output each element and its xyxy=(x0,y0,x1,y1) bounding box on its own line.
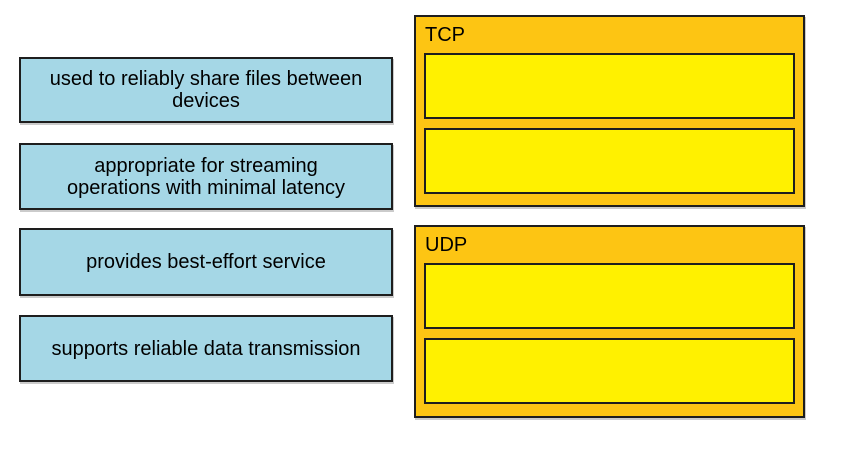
udp-drop-slot-2[interactable] xyxy=(424,338,795,404)
drag-option-reliable-transmission[interactable]: supports reliable data transmission xyxy=(19,315,393,382)
tcp-drop-slot-1[interactable] xyxy=(424,53,795,119)
tcp-label: TCP xyxy=(425,23,465,46)
drag-option-file-sharing[interactable]: used to reliably share files between dev… xyxy=(19,57,393,123)
drag-option-streaming-latency[interactable]: appropriate for streaming operations wit… xyxy=(19,143,393,210)
udp-drop-slot-1[interactable] xyxy=(424,263,795,329)
udp-drop-group: UDP xyxy=(414,225,805,418)
tcp-drop-group: TCP xyxy=(414,15,805,207)
drag-option-best-effort[interactable]: provides best-effort service xyxy=(19,228,393,296)
tcp-drop-slot-2[interactable] xyxy=(424,128,795,194)
udp-label: UDP xyxy=(425,233,468,256)
